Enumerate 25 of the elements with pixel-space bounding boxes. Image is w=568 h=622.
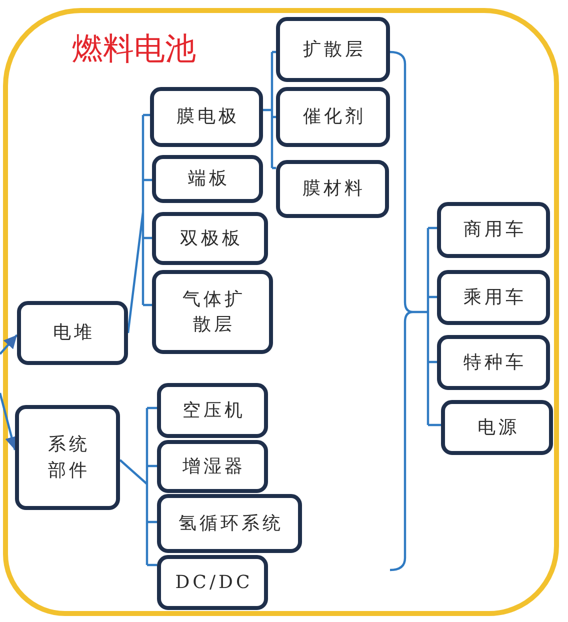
component-box: 空压机	[157, 383, 268, 438]
component-box: 系统部件	[15, 405, 120, 510]
curly-brace	[389, 51, 413, 571]
component-box: 端板	[152, 155, 263, 203]
material-box: 扩散层	[276, 17, 390, 82]
heading: 燃料电池	[72, 31, 196, 68]
application-box: 特种车	[437, 335, 550, 390]
bracket-connector	[126, 114, 154, 334]
bracket-connector	[412, 226, 442, 426]
bracket-connector	[262, 50, 278, 170]
component-box: 氢循环系统	[157, 494, 302, 553]
rounded-frame	[3, 8, 559, 616]
bracket-connector	[118, 406, 158, 566]
component-box: 气体扩散层	[152, 270, 273, 354]
material-box: 膜材料	[276, 160, 389, 218]
material-box: 催化剂	[276, 87, 390, 147]
application-box: 商用车	[437, 202, 550, 258]
component-box: 增湿器	[157, 440, 268, 493]
component-box: 电堆	[17, 301, 128, 365]
component-box: DC/DC	[157, 555, 268, 610]
component-box: 双极板	[152, 212, 268, 265]
component-box: 膜电极	[150, 87, 263, 147]
application-box: 电源	[441, 400, 553, 455]
application-box: 乘用车	[437, 270, 550, 325]
arrow	[0, 334, 18, 355]
